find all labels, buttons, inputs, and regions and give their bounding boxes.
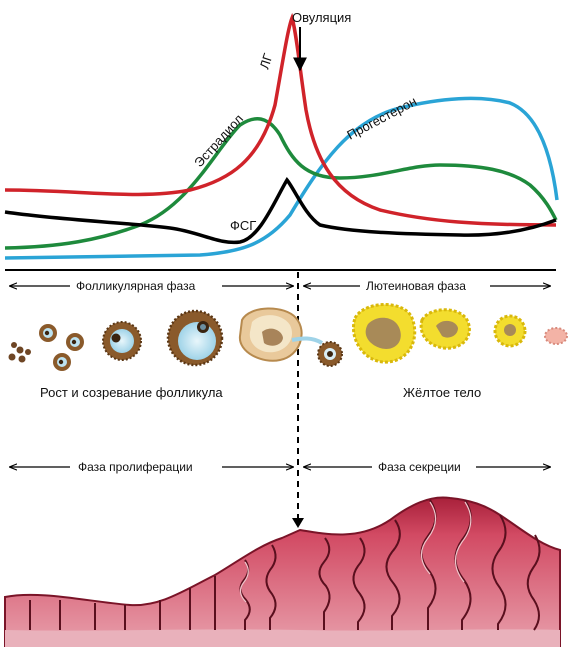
tertiary-follicle <box>166 309 224 367</box>
endometrial-vessels <box>239 501 472 603</box>
mature-follicle <box>238 307 303 362</box>
lh-curve <box>4 12 557 227</box>
estradiol-curve <box>4 117 558 250</box>
ovulation-release <box>291 336 324 345</box>
endometrium <box>4 496 561 647</box>
fsh-curve <box>4 176 557 245</box>
ovarian-phase-row: Фолликулярная фаза Лютеиновая фаза <box>10 279 550 293</box>
corpus-albicans <box>544 327 568 345</box>
released-oocyte <box>317 341 343 367</box>
progesterone-label: Прогестерон <box>344 93 419 142</box>
ovulation-label: Овуляция <box>292 10 351 25</box>
lh-label: ЛГ <box>257 51 276 70</box>
corpus-luteum-label: Жёлтое тело <box>403 385 481 400</box>
progesterone-curve <box>4 96 559 260</box>
luteal-phase-label: Лютеиновая фаза <box>366 279 466 293</box>
primary-follicles <box>39 324 84 371</box>
primordial-follicles <box>8 342 31 363</box>
follicular-phase-label: Фолликулярная фаза <box>76 279 196 293</box>
fsh-label: ФСГ <box>230 218 256 233</box>
estradiol-label: Эстрадиол <box>191 111 246 170</box>
follicle-growth-label: Рост и созревание фолликула <box>40 385 223 400</box>
corpus-luteum-small <box>493 314 527 348</box>
hormone-chart: ЛГ Эстрадиол Прогестерон ФСГ Овуляция <box>4 10 559 271</box>
follicle-row: Рост и созревание фолликула Жёлтое тело <box>8 303 568 400</box>
endometrium-basal-layer <box>5 629 560 647</box>
corpus-luteum-medium <box>419 308 471 350</box>
endometrium-body <box>4 496 561 647</box>
endometrial-phase-row: Фаза пролиферации Фаза секреции <box>10 460 550 474</box>
secretion-phase-label: Фаза секреции <box>378 460 461 474</box>
secondary-follicle <box>102 321 142 361</box>
corpus-luteum-large <box>352 303 417 364</box>
proliferation-phase-label: Фаза пролиферации <box>78 460 193 474</box>
ovulation-dashed-arrowhead <box>292 518 304 528</box>
